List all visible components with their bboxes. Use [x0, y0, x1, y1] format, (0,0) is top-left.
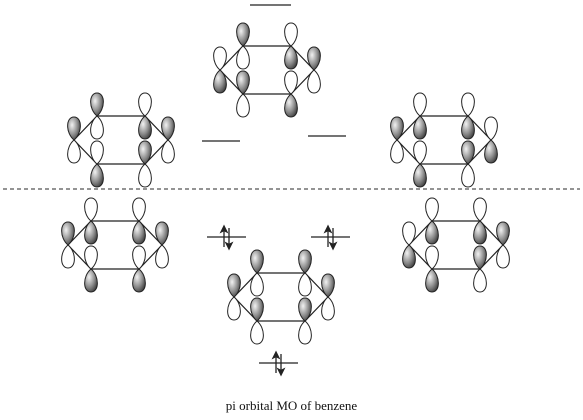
p-orbital-lobe-upper: [132, 245, 146, 270]
p-orbital-lobe-upper: [461, 92, 475, 117]
p-orbital-lobe-upper: [298, 297, 312, 322]
benzene-ring: [233, 272, 329, 322]
p-orbital-lobe-upper: [321, 273, 335, 298]
benzene-ring: [67, 220, 163, 270]
p-orbital-lobe-upper: [250, 297, 264, 322]
benzene-ring: [396, 115, 492, 165]
p-orbital-lobe-upper: [213, 46, 227, 71]
p-orbital-lobe-lower: [425, 220, 439, 245]
p-orbital-lobe-upper: [461, 140, 475, 165]
p-orbital-lobe-upper: [67, 116, 81, 141]
p-orbital-lobe-lower: [138, 163, 152, 188]
p-orbital-lobe-lower: [155, 244, 169, 269]
p-orbital-lobe-lower: [413, 163, 427, 188]
p-orbital-lobe-lower: [298, 320, 312, 345]
p-orbital-lobe-lower: [284, 93, 298, 118]
p-orbital-lobe-lower: [132, 268, 146, 293]
benzene-ring: [219, 45, 315, 95]
p-orbital-lobe-upper: [236, 70, 250, 95]
p-orbital-lobe-upper: [138, 92, 152, 117]
p-orbital-lobe-upper: [413, 140, 427, 165]
p-orbital-lobe-lower: [236, 45, 250, 70]
p-orbital-lobe-lower: [90, 115, 104, 140]
p-orbital-lobe-lower: [90, 163, 104, 188]
p-orbital-lobe-upper: [473, 245, 487, 270]
benzene-ring: [73, 115, 169, 165]
p-orbital-lobe-lower: [425, 268, 439, 293]
p-orbital-lobe-upper: [473, 197, 487, 222]
p-orbital-lobe-upper: [90, 140, 104, 165]
p-orbital-lobe-upper: [284, 22, 298, 47]
p-orbital-lobe-upper: [496, 221, 510, 246]
p-orbital-lobe-lower: [496, 244, 510, 269]
p-orbital-lobe-lower: [61, 244, 75, 269]
p-orbital-lobe-upper: [84, 245, 98, 270]
p-orbital-lobe-upper: [484, 116, 498, 141]
p-orbital-lobe-upper: [402, 221, 416, 246]
electron-pair-right: [323, 224, 338, 251]
p-orbital-lobe-lower: [250, 272, 264, 297]
p-orbital-lobe-upper: [298, 249, 312, 274]
p-orbital-lobe-upper: [90, 92, 104, 117]
p-orbital-lobe-upper: [132, 197, 146, 222]
p-orbital-lobe-upper: [250, 249, 264, 274]
p-orbital-lobe-upper: [161, 116, 175, 141]
electron-pair-left: [219, 224, 234, 251]
p-orbital-lobe-lower: [298, 272, 312, 297]
p-orbital-lobe-lower: [461, 115, 475, 140]
p-orbital-lobe-lower: [284, 45, 298, 70]
molecular-orbital-mo1: [227, 249, 335, 345]
p-orbital-lobe-lower: [84, 268, 98, 293]
p-orbital-lobe-lower: [132, 220, 146, 245]
p-orbital-lobe-upper: [236, 22, 250, 47]
p-orbital-lobe-lower: [307, 69, 321, 94]
p-orbital-lobe-lower: [161, 139, 175, 164]
p-orbital-lobe-lower: [473, 268, 487, 293]
p-orbital-lobe-upper: [425, 245, 439, 270]
p-orbital-lobe-upper: [61, 221, 75, 246]
p-orbital-lobe-upper: [413, 92, 427, 117]
p-orbital-lobe-lower: [484, 139, 498, 164]
p-orbital-lobe-lower: [390, 139, 404, 164]
molecular-orbital-mo6: [213, 22, 321, 118]
molecular-orbital-mo3: [402, 197, 510, 293]
p-orbital-lobe-upper: [390, 116, 404, 141]
p-orbital-lobe-upper: [425, 197, 439, 222]
p-orbital-lobe-lower: [473, 220, 487, 245]
p-orbital-lobe-upper: [284, 70, 298, 95]
molecular-orbital-mo2: [61, 197, 169, 293]
p-orbital-lobe-lower: [321, 296, 335, 321]
p-orbital-lobe-lower: [138, 115, 152, 140]
molecular-orbital-mo4: [67, 92, 175, 188]
p-orbital-lobe-lower: [250, 320, 264, 345]
molecular-orbital-mo5: [390, 92, 498, 188]
p-orbital-lobe-upper: [227, 273, 241, 298]
p-orbital-lobe-lower: [461, 163, 475, 188]
p-orbital-lobe-upper: [307, 46, 321, 71]
p-orbital-lobe-lower: [67, 139, 81, 164]
p-orbital-lobe-lower: [402, 244, 416, 269]
p-orbital-lobe-lower: [213, 69, 227, 94]
p-orbital-lobe-upper: [84, 197, 98, 222]
p-orbital-lobe-lower: [413, 115, 427, 140]
p-orbital-lobe-upper: [138, 140, 152, 165]
p-orbital-lobe-upper: [155, 221, 169, 246]
p-orbital-lobe-lower: [84, 220, 98, 245]
p-orbital-lobe-lower: [227, 296, 241, 321]
p-orbital-lobe-lower: [236, 93, 250, 118]
diagram-caption: pi orbital MO of benzene: [225, 398, 358, 413]
electron-pair-bottom: [271, 350, 286, 377]
benzene-ring: [408, 220, 504, 270]
